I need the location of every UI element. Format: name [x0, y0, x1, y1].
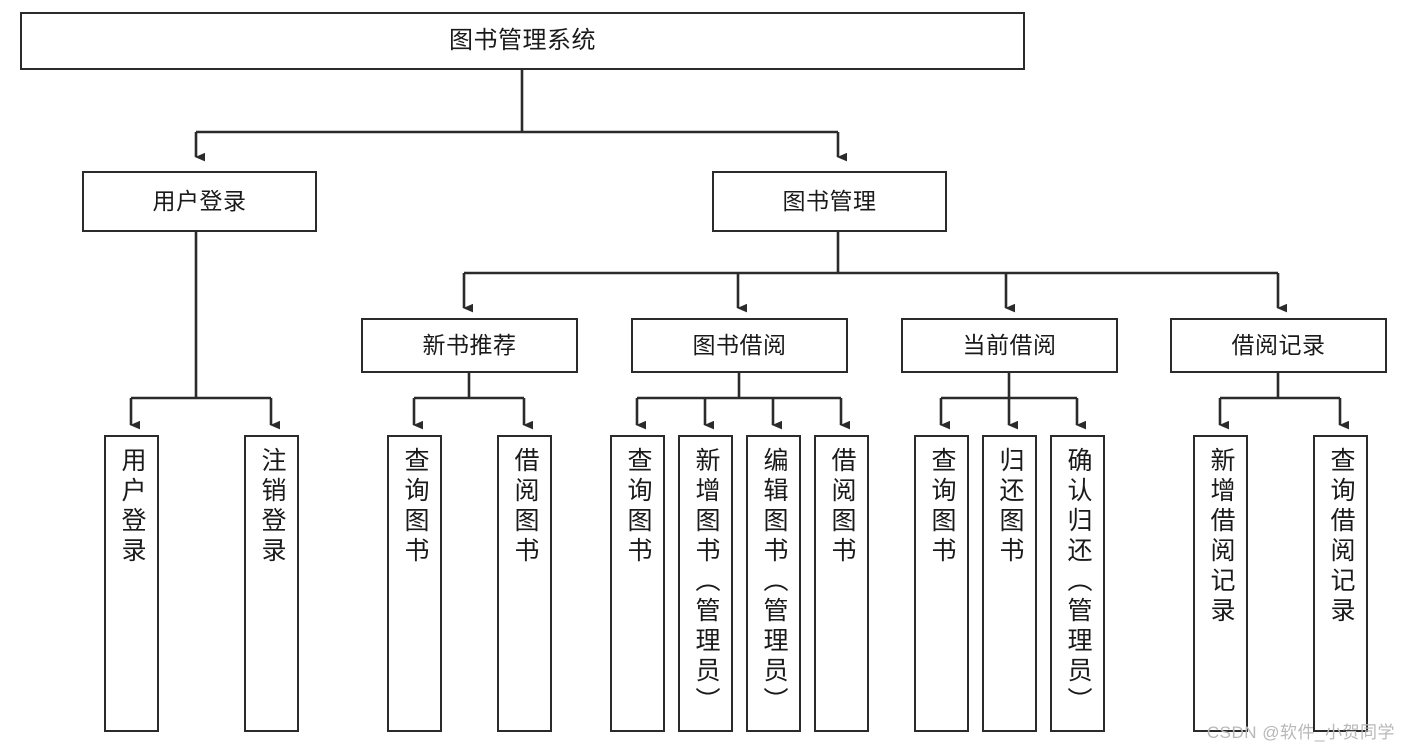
- node-leaf-query-borrow-record[interactable]: 查询借阅记录: [1313, 435, 1368, 732]
- node-label: 借阅图书: [511, 447, 539, 567]
- node-root-book-management-system[interactable]: 图书管理系统: [20, 12, 1025, 70]
- node-leaf-query-book-current[interactable]: 查询图书: [914, 435, 969, 732]
- node-label: 图书管理: [782, 187, 877, 214]
- node-leaf-user-login[interactable]: 用户登录: [104, 435, 159, 732]
- node-label: 查询图书: [624, 447, 652, 567]
- node-label: 借阅图书: [828, 447, 856, 567]
- node-user-login[interactable]: 用户登录: [82, 171, 317, 232]
- node-label: 新书推荐: [422, 331, 517, 358]
- node-label: 借阅记录: [1231, 331, 1326, 358]
- node-leaf-borrow-book-recommend[interactable]: 借阅图书: [497, 435, 552, 732]
- node-leaf-query-book-borrow[interactable]: 查询图书: [610, 435, 665, 732]
- node-label: 编辑图书（管理员）: [760, 447, 788, 717]
- node-leaf-add-book-admin[interactable]: 新增图书（管理员）: [678, 435, 733, 732]
- csdn-watermark: CSDN @软件_小贺同学: [1206, 723, 1395, 742]
- node-label: 图书借阅: [692, 331, 787, 358]
- node-label: 查询借阅记录: [1327, 447, 1355, 627]
- node-label: 查询图书: [401, 447, 429, 567]
- node-label: 注销登录: [258, 447, 286, 567]
- node-borrow-record[interactable]: 借阅记录: [1170, 318, 1387, 373]
- node-leaf-add-borrow-record[interactable]: 新增借阅记录: [1193, 435, 1248, 732]
- node-label: 查询图书: [928, 447, 956, 567]
- node-leaf-return-book[interactable]: 归还图书: [982, 435, 1037, 732]
- node-book-management[interactable]: 图书管理: [712, 171, 947, 232]
- node-leaf-logout[interactable]: 注销登录: [244, 435, 299, 732]
- node-label: 新增图书（管理员）: [692, 447, 720, 717]
- node-book-borrow[interactable]: 图书借阅: [631, 318, 848, 373]
- node-label: 图书管理系统: [449, 26, 596, 54]
- node-leaf-confirm-return-admin[interactable]: 确认归还（管理员）: [1050, 435, 1105, 732]
- node-leaf-edit-book-admin[interactable]: 编辑图书（管理员）: [746, 435, 801, 732]
- node-label: 归还图书: [996, 447, 1024, 567]
- node-leaf-borrow-book[interactable]: 借阅图书: [814, 435, 869, 732]
- node-current-borrow[interactable]: 当前借阅: [901, 318, 1118, 373]
- node-new-book-recommend[interactable]: 新书推荐: [361, 318, 578, 373]
- node-leaf-query-book-recommend[interactable]: 查询图书: [387, 435, 442, 732]
- node-label: 新增借阅记录: [1207, 447, 1235, 627]
- node-label: 用户登录: [152, 187, 247, 214]
- node-label: 确认归还（管理员）: [1064, 447, 1092, 717]
- node-label: 当前借阅: [962, 331, 1057, 358]
- node-label: 用户登录: [118, 447, 146, 567]
